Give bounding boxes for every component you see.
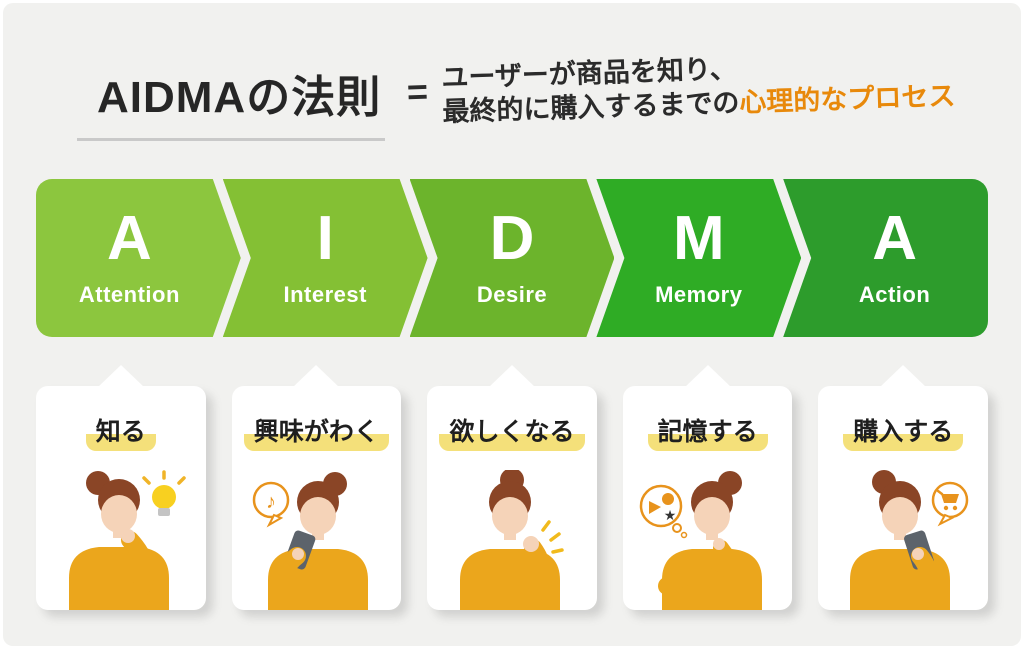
arm	[523, 539, 552, 601]
caption-text: 購入する	[843, 412, 964, 451]
step-desire-arrow: D Desire	[410, 179, 615, 337]
step-letter: A	[107, 204, 152, 273]
card-memory: 記憶する ★	[622, 365, 793, 610]
lightbulb-icon	[142, 470, 186, 516]
step-letter: M	[672, 204, 725, 273]
card-desire: 欲しくなる	[427, 365, 597, 610]
person-purchase-illustration	[828, 470, 978, 610]
caption: 知る	[36, 412, 206, 451]
definition-text: ユーザーが商品を知り、 最終的に購入するまでの心理的なプロセス	[441, 45, 956, 130]
person-interested-illustration: ♪	[253, 472, 369, 610]
step-action-arrow: A Action	[783, 179, 988, 337]
neck	[503, 528, 516, 540]
face	[693, 497, 730, 535]
person-remembering-illustration: ★	[639, 471, 762, 610]
card-tail	[293, 365, 340, 387]
hand	[712, 538, 725, 550]
hand	[120, 529, 135, 543]
definition-line2-emphasis: 心理的なプロセス	[739, 81, 956, 118]
step-name: Desire	[476, 282, 548, 307]
equals-sign: =	[406, 70, 429, 113]
infographic-canvas: AIDMAの法則 = ユーザーが商品を知り、 最終的に購入するまでの心理的なプロ…	[3, 3, 1021, 646]
card-tail	[880, 365, 927, 387]
step-interest-arrow: I Interest	[223, 179, 428, 337]
neck	[312, 528, 325, 540]
process-arrow-band: A Attention I Interest D Desire M Memory	[36, 179, 988, 337]
step-interest-shape: I Interest	[223, 179, 428, 337]
page-title: AIDMAの法則	[77, 61, 386, 141]
step-attention-shape: A Attention	[36, 179, 241, 337]
thought-bubble-icon: ★	[639, 484, 687, 539]
arm	[120, 531, 155, 597]
caption-text: 欲しくなる	[439, 412, 585, 451]
caption: 購入する	[818, 412, 988, 451]
card-tail	[488, 365, 535, 387]
sparkle-icon	[541, 520, 564, 554]
arm	[712, 540, 740, 596]
person-thinking-illustration: ★	[633, 470, 783, 610]
face	[491, 497, 528, 535]
caption-text: 記憶する	[647, 412, 768, 451]
card-attention: 知る	[36, 365, 206, 610]
step-memory-arrow: M Memory	[596, 179, 801, 337]
step-name: Action	[858, 282, 931, 307]
step-letter: I	[316, 204, 334, 273]
definition-line1: ユーザーが商品を知り、	[441, 53, 738, 94]
face	[300, 497, 337, 535]
step-letter: D	[489, 204, 535, 273]
definition-line2-prefix: 最終的に購入するまでの	[442, 87, 741, 128]
caption: 記憶する	[623, 412, 793, 451]
hand	[292, 548, 305, 560]
hand	[522, 536, 539, 552]
step-memory-shape: M Memory	[596, 179, 801, 337]
shopping-cart-bubble-icon	[931, 481, 969, 527]
card-interest: 興味がわく ♪	[231, 365, 402, 610]
step-desire-shape: D Desire	[410, 179, 615, 337]
crossed-arm	[657, 566, 724, 595]
person-music-illustration: ♪	[241, 470, 391, 610]
caption: 欲しくなる	[427, 412, 597, 451]
caption-card-row: 知る	[36, 365, 988, 610]
person-lightbulb-illustration	[46, 470, 196, 610]
card-tail	[684, 365, 731, 387]
step-name: Attention	[78, 282, 180, 307]
step-letter: A	[872, 204, 917, 273]
step-action-shape: A Action	[783, 179, 988, 337]
face	[100, 495, 137, 533]
card-tail	[97, 365, 144, 387]
svg-text:♪: ♪	[266, 491, 276, 513]
caption-text: 興味がわく	[243, 412, 389, 451]
caption: 興味がわく	[232, 412, 402, 451]
person-buying-illustration	[850, 470, 969, 610]
neck	[705, 528, 718, 540]
person-wanting-illustration	[459, 468, 564, 610]
neck	[894, 528, 907, 540]
person-knows-illustration	[68, 470, 186, 610]
face	[882, 497, 919, 535]
svg-text:★: ★	[663, 507, 676, 523]
hand	[912, 548, 925, 560]
music-note-bubble-icon: ♪	[253, 481, 290, 528]
card-action: 購入する	[818, 365, 988, 610]
person-sparkle-illustration	[437, 468, 587, 610]
step-name: Interest	[283, 282, 367, 307]
caption-text: 知る	[85, 412, 156, 451]
step-name: Memory	[655, 282, 743, 307]
header: AIDMAの法則 = ユーザーが商品を知り、 最終的に購入するまでの心理的なプロ…	[3, 3, 1021, 141]
step-attention-arrow: A Attention	[36, 179, 241, 337]
